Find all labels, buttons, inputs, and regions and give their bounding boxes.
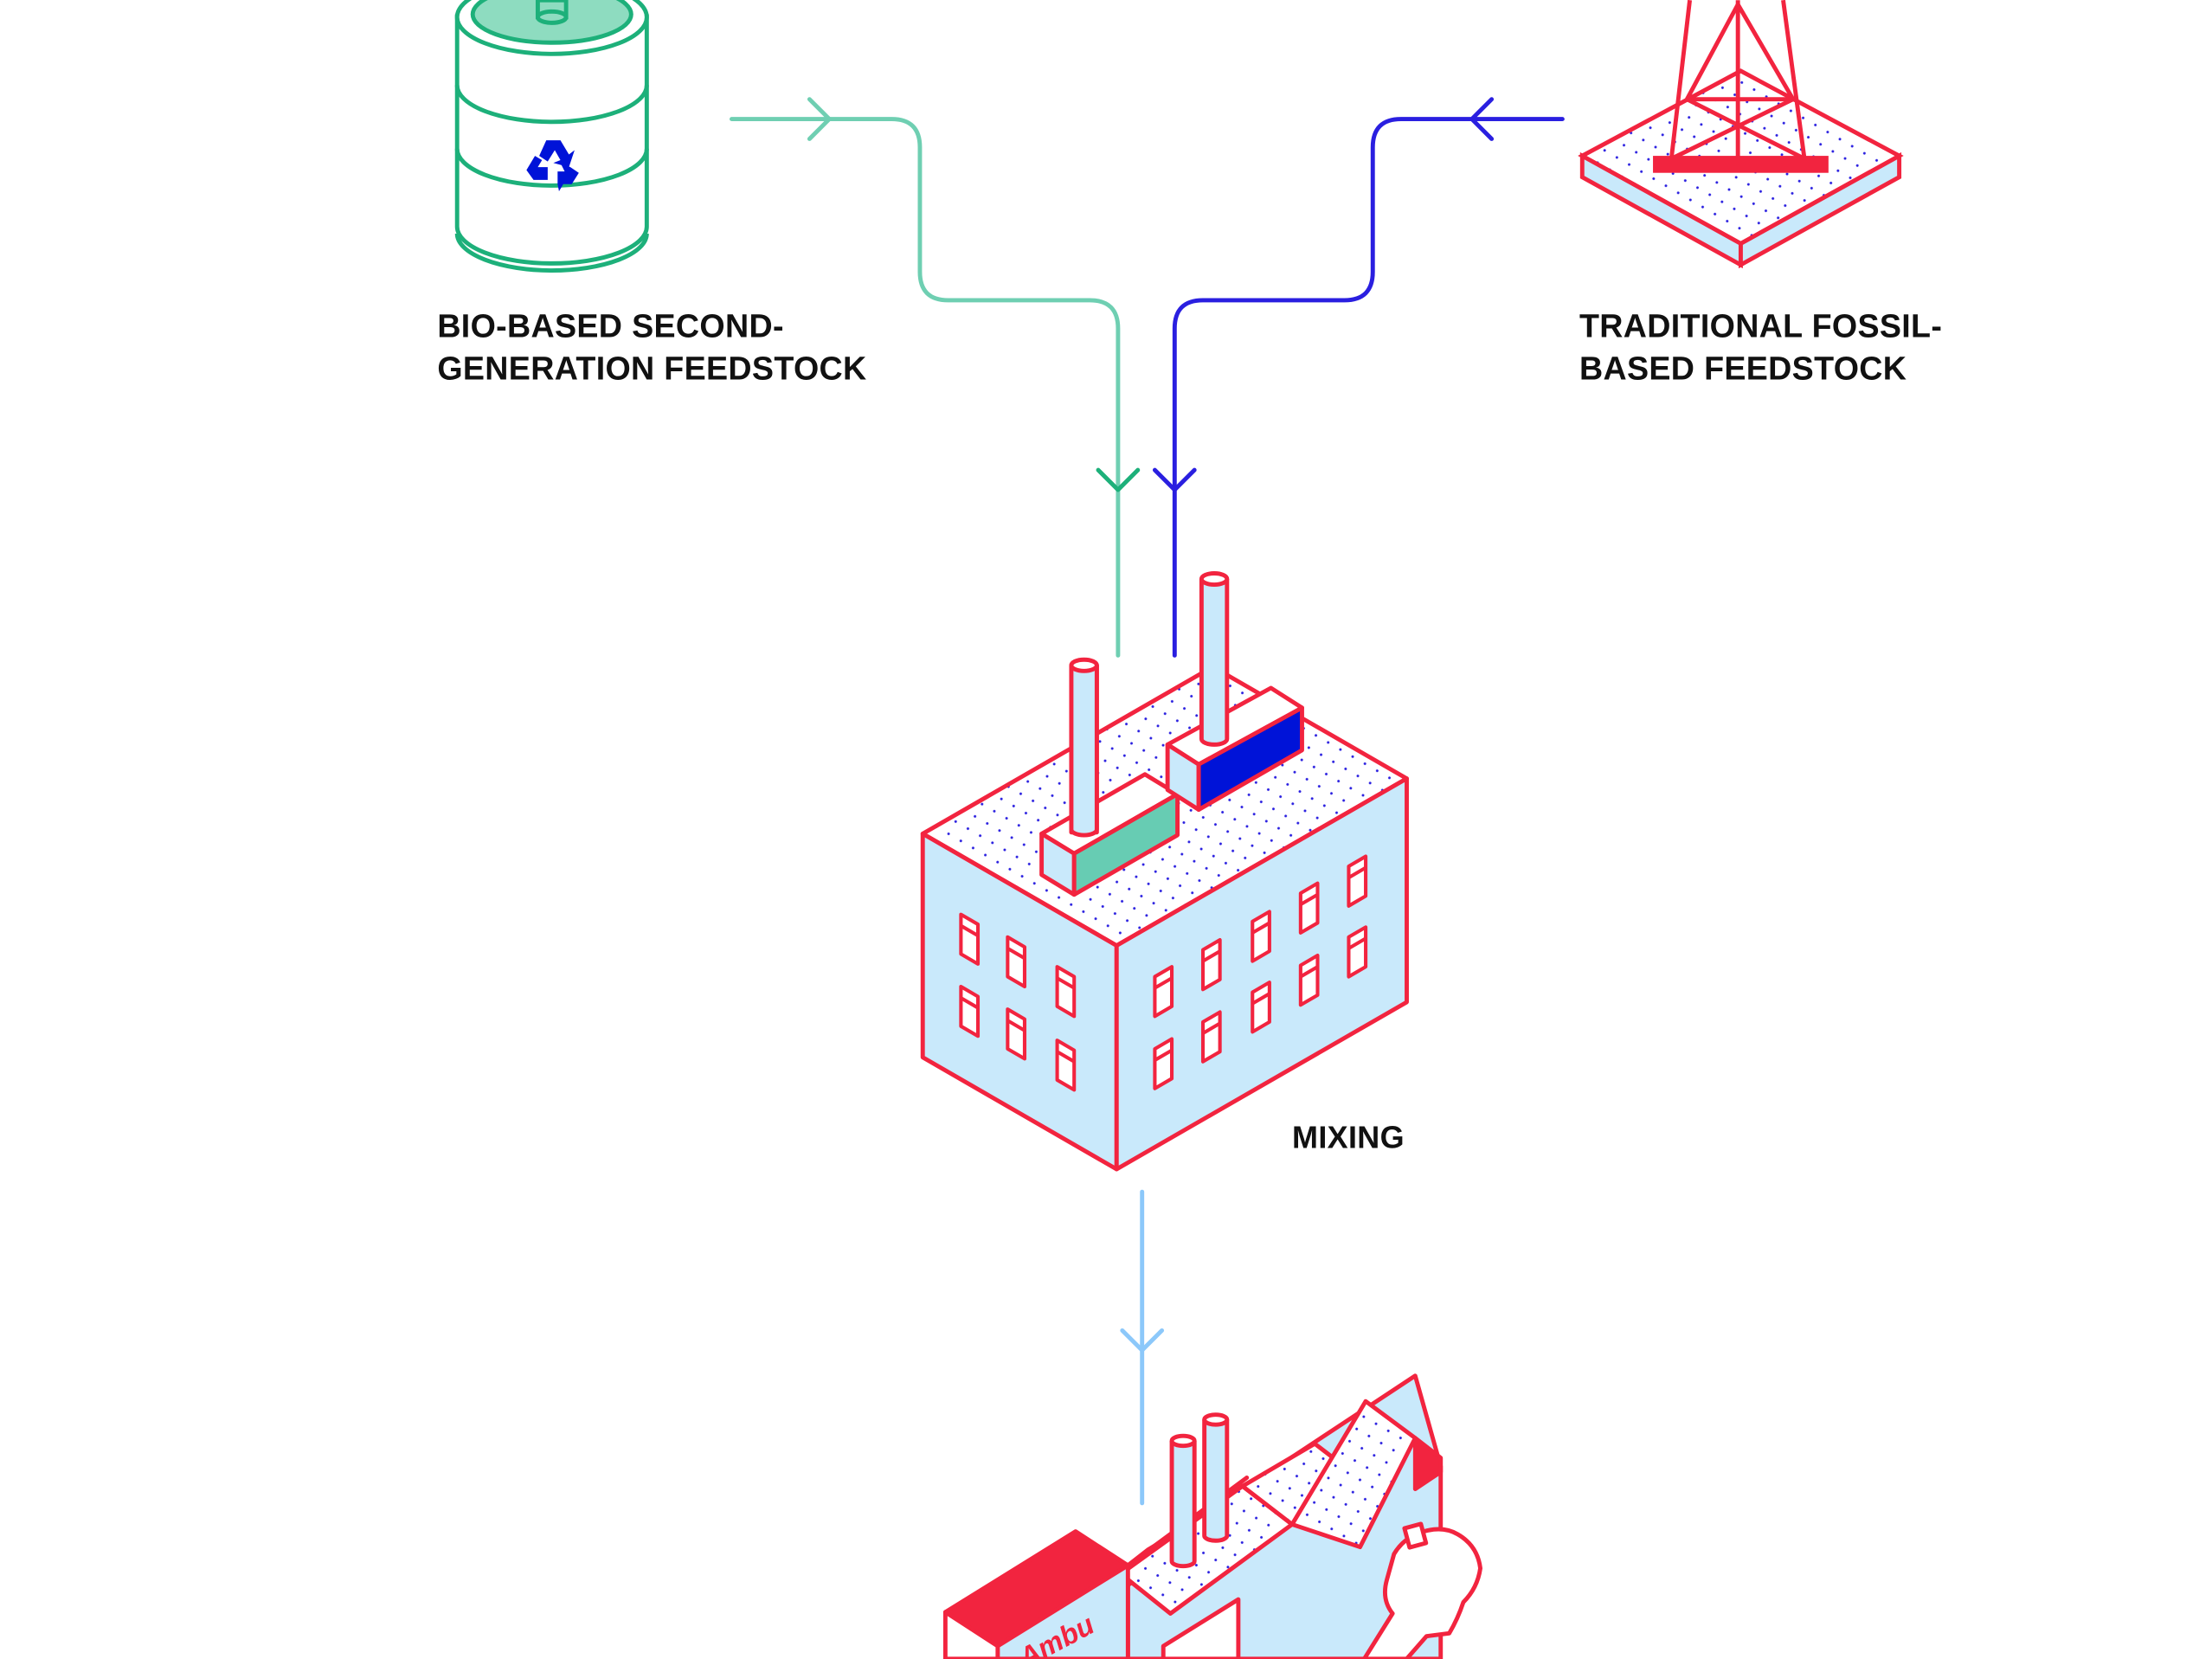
ambu-factory-icon: Ambu [942,1373,1482,1659]
recycle-icon [526,140,579,191]
bio-feedstock-label-line1: BIO-BASED SECOND- [437,307,783,344]
fossil-input-unit [1165,571,1304,813]
recycle-barrel-icon [454,0,649,273]
mixing-label: MIXING [1292,1119,1405,1154]
fossil-flow-arrow [1152,97,1565,658]
mixing-to-ambu-arrow [1120,1189,1165,1506]
factory-icon [920,571,1409,1172]
fossil-feedstock-label-line1: TRADITIONAL FOSSIL- [1579,307,1942,344]
bio-flow-arrow [730,97,1141,658]
oil-derrick-icon [1578,0,1904,269]
bio-feedstock-label-line2: GENERATION FEEDSTOCK [437,350,866,386]
fossil-feedstock-label-line2: BASED FEEDSTOCK [1579,350,1907,386]
